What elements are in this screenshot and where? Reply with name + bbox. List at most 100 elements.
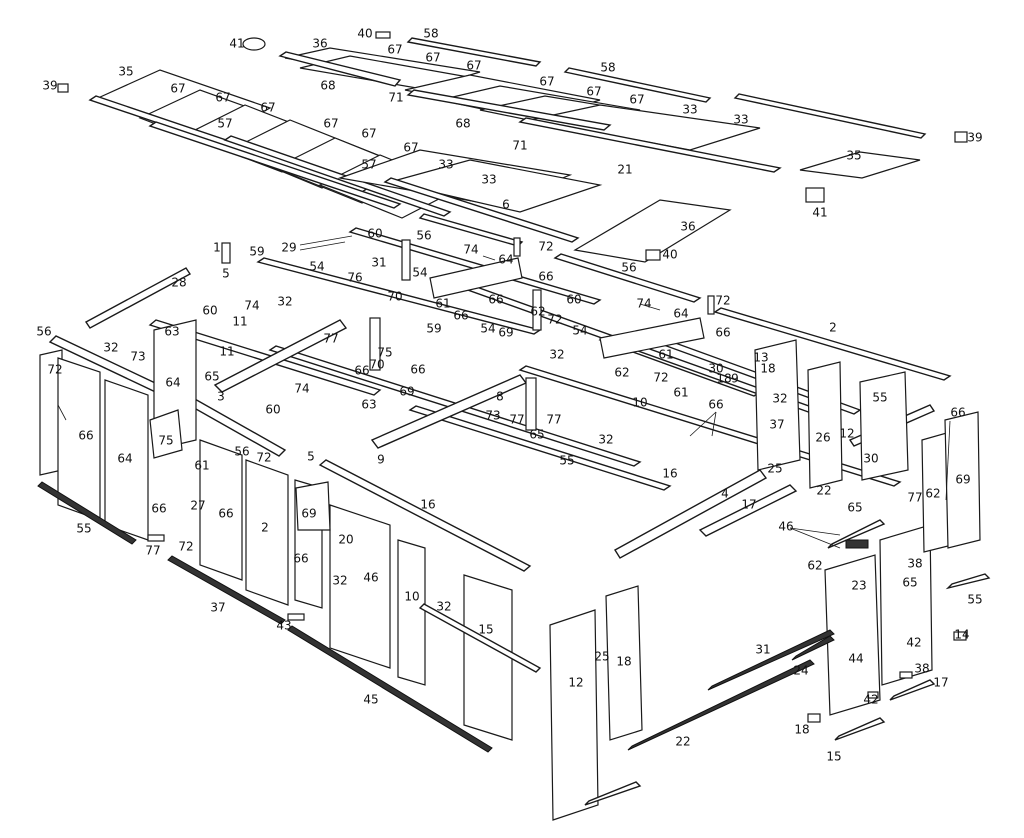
callout-label: 8 (496, 390, 504, 404)
callout-label: 66 (78, 429, 93, 443)
callout-label: 40 (662, 248, 677, 262)
callout-label: 57 (361, 158, 376, 172)
callout-label: 75 (158, 434, 173, 448)
front-right-wall (549, 339, 991, 821)
callout-label: 57 (217, 117, 232, 131)
callout-label: 63 (164, 325, 179, 339)
callout-label: 63 (361, 398, 376, 412)
callout-label: 67 (403, 141, 418, 155)
callout-label: 15 (826, 750, 841, 764)
callout-label: 72 (256, 451, 271, 465)
callout-label: 54 (309, 260, 324, 274)
callout-label: 66 (410, 363, 425, 377)
callout-label: 66 (293, 552, 308, 566)
callout-label: 18 (794, 723, 809, 737)
callout-label: 42 (863, 693, 878, 707)
callout-label: 2 (261, 521, 269, 535)
callout-label: 9 (731, 372, 739, 386)
callout-label: 67 (170, 82, 185, 96)
callout-label: 20 (338, 533, 353, 547)
callout-label: 64 (498, 253, 513, 267)
callout-label: 65 (847, 501, 862, 515)
callout-label: 39 (967, 131, 982, 145)
callout-label: 60 (566, 293, 581, 307)
callout-label: 58 (423, 27, 438, 41)
callout-label: 66 (354, 364, 369, 378)
callout-label: 66 (151, 502, 166, 516)
callout-label: 35 (118, 65, 133, 79)
callout-label: 18 (616, 655, 631, 669)
callout-label: 33 (682, 103, 697, 117)
callout-label: 15 (478, 623, 493, 637)
callout-label: 32 (103, 341, 118, 355)
callout-label: 22 (675, 735, 690, 749)
callout-label: 12 (568, 676, 583, 690)
callout-label: 77 (546, 413, 561, 427)
callout-label: 6 (502, 198, 510, 212)
callout-label: 59 (426, 322, 441, 336)
callout-label: 33 (481, 173, 496, 187)
callout-label: 55 (872, 391, 887, 405)
callout-label: 69 (301, 507, 316, 521)
callout-label: 74 (294, 382, 309, 396)
leader-lines (57, 235, 951, 549)
callout-label: 18 (716, 372, 731, 386)
callout-label: 76 (347, 271, 362, 285)
callout-label: 62 (807, 559, 822, 573)
callout-label: 58 (600, 61, 615, 75)
callout-label: 37 (769, 418, 784, 432)
callout-label: 71 (388, 91, 403, 105)
callout-label: 32 (549, 348, 564, 362)
callout-label: 74 (463, 243, 478, 257)
callout-label: 77 (145, 544, 160, 558)
callout-label: 66 (488, 293, 503, 307)
callout-label: 55 (76, 522, 91, 536)
callout-label: 14 (954, 628, 969, 642)
callout-label: 56 (36, 325, 51, 339)
callout-label: 73 (485, 409, 500, 423)
callout-label: 60 (265, 403, 280, 417)
callout-label: 75 (377, 346, 392, 360)
callout-label: 39 (42, 79, 57, 93)
callout-label: 9 (377, 453, 385, 467)
callout-label: 67 (387, 43, 402, 57)
callout-label: 30 (863, 452, 878, 466)
callout-label: 68 (320, 79, 335, 93)
callout-label: 54 (572, 324, 587, 338)
roof-panels-center (278, 47, 782, 243)
callout-label: 41 (812, 206, 827, 220)
callout-label: 66 (950, 406, 965, 420)
callout-label: 41 (229, 37, 244, 51)
callout-label: 65 (902, 576, 917, 590)
callout-label: 46 (363, 571, 378, 585)
callout-label: 66 (715, 326, 730, 340)
callout-label: 43 (276, 619, 291, 633)
callout-label: 77 (323, 332, 338, 346)
callout-label: 72 (178, 540, 193, 554)
callout-label: 32 (772, 392, 787, 406)
callout-label: 56 (416, 229, 431, 243)
callout-label: 67 (215, 91, 230, 105)
callout-label: 67 (361, 127, 376, 141)
callout-label: 44 (848, 652, 863, 666)
callout-label: 61 (435, 297, 450, 311)
callout-label: 5 (307, 450, 315, 464)
callout-label: 64 (165, 376, 180, 390)
callout-label: 27 (190, 499, 205, 513)
callout-label: 70 (369, 358, 384, 372)
callout-label: 16 (662, 467, 677, 481)
callout-label: 66 (453, 309, 468, 323)
callout-label: 22 (816, 484, 831, 498)
callout-label: 56 (234, 445, 249, 459)
callout-label: 69 (498, 326, 513, 340)
callout-label: 65 (529, 428, 544, 442)
callout-label: 70 (387, 290, 402, 304)
callout-label: 66 (708, 398, 723, 412)
callout-label: 71 (512, 139, 527, 153)
callout-label: 10 (404, 590, 419, 604)
callout-label: 35 (846, 149, 861, 163)
callout-label: 11 (232, 315, 247, 329)
callout-label: 33 (733, 113, 748, 127)
callout-label: 33 (438, 158, 453, 172)
callout-label: 69 (955, 473, 970, 487)
